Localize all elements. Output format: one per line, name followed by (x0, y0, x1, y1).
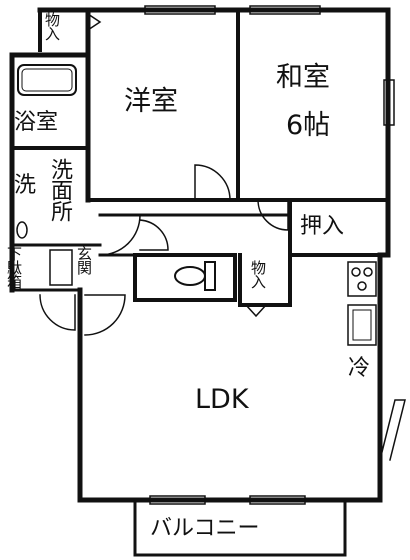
western-room-label: 洋室 (124, 86, 178, 117)
window-japanese-east (383, 79, 395, 126)
entrance-label: 玄関 (75, 246, 93, 274)
shoebox-label: 下駄箱 (5, 246, 23, 288)
door-storage-mid (244, 303, 268, 318)
toilet-tank (204, 261, 216, 291)
door-storage-top (86, 12, 102, 32)
window-balcony-left (149, 495, 206, 505)
outer-wall-bath (9, 52, 91, 293)
laundry-label: 洗 (14, 173, 37, 198)
window-balcony-right (249, 495, 306, 505)
stove (347, 261, 377, 297)
toilet-bowl (174, 266, 206, 286)
japanese-room-label: 和室 (276, 62, 330, 93)
toilet-room-wall (133, 253, 237, 302)
bath-label: 浴室 (14, 110, 59, 135)
burner-1 (351, 267, 361, 277)
ldk-label: LDK (195, 384, 249, 415)
door-western (194, 164, 231, 201)
sink (347, 304, 377, 346)
door-washroom (99, 214, 141, 256)
outer-wall-top (37, 7, 391, 203)
washroom-label: 洗面所 (47, 158, 72, 221)
window-top-japanese (249, 5, 321, 15)
washbasin (49, 249, 73, 286)
bathtub-inner (21, 68, 73, 92)
door-entrance (39, 294, 76, 331)
bathtub (17, 64, 77, 96)
window-top-western (144, 5, 216, 15)
closet-label: 押入 (300, 214, 345, 239)
door-japanese (257, 199, 289, 231)
storage-top-label: 物入 (43, 12, 61, 40)
door-ldk-east (379, 399, 406, 461)
door-ldk (84, 294, 126, 336)
sink-bowl (352, 309, 372, 341)
burner-3 (357, 281, 367, 291)
outer-wall-ldk (77, 197, 391, 503)
fridge-label: 冷 (348, 356, 371, 381)
burner-2 (363, 267, 373, 277)
washer (16, 221, 28, 239)
door-toilet (139, 219, 169, 251)
balcony-label: バルコニー (150, 516, 260, 541)
japanese-room-size: 6帖 (286, 110, 331, 141)
balcony-outline (133, 498, 347, 557)
storage-mid-label: 物入 (249, 260, 267, 288)
